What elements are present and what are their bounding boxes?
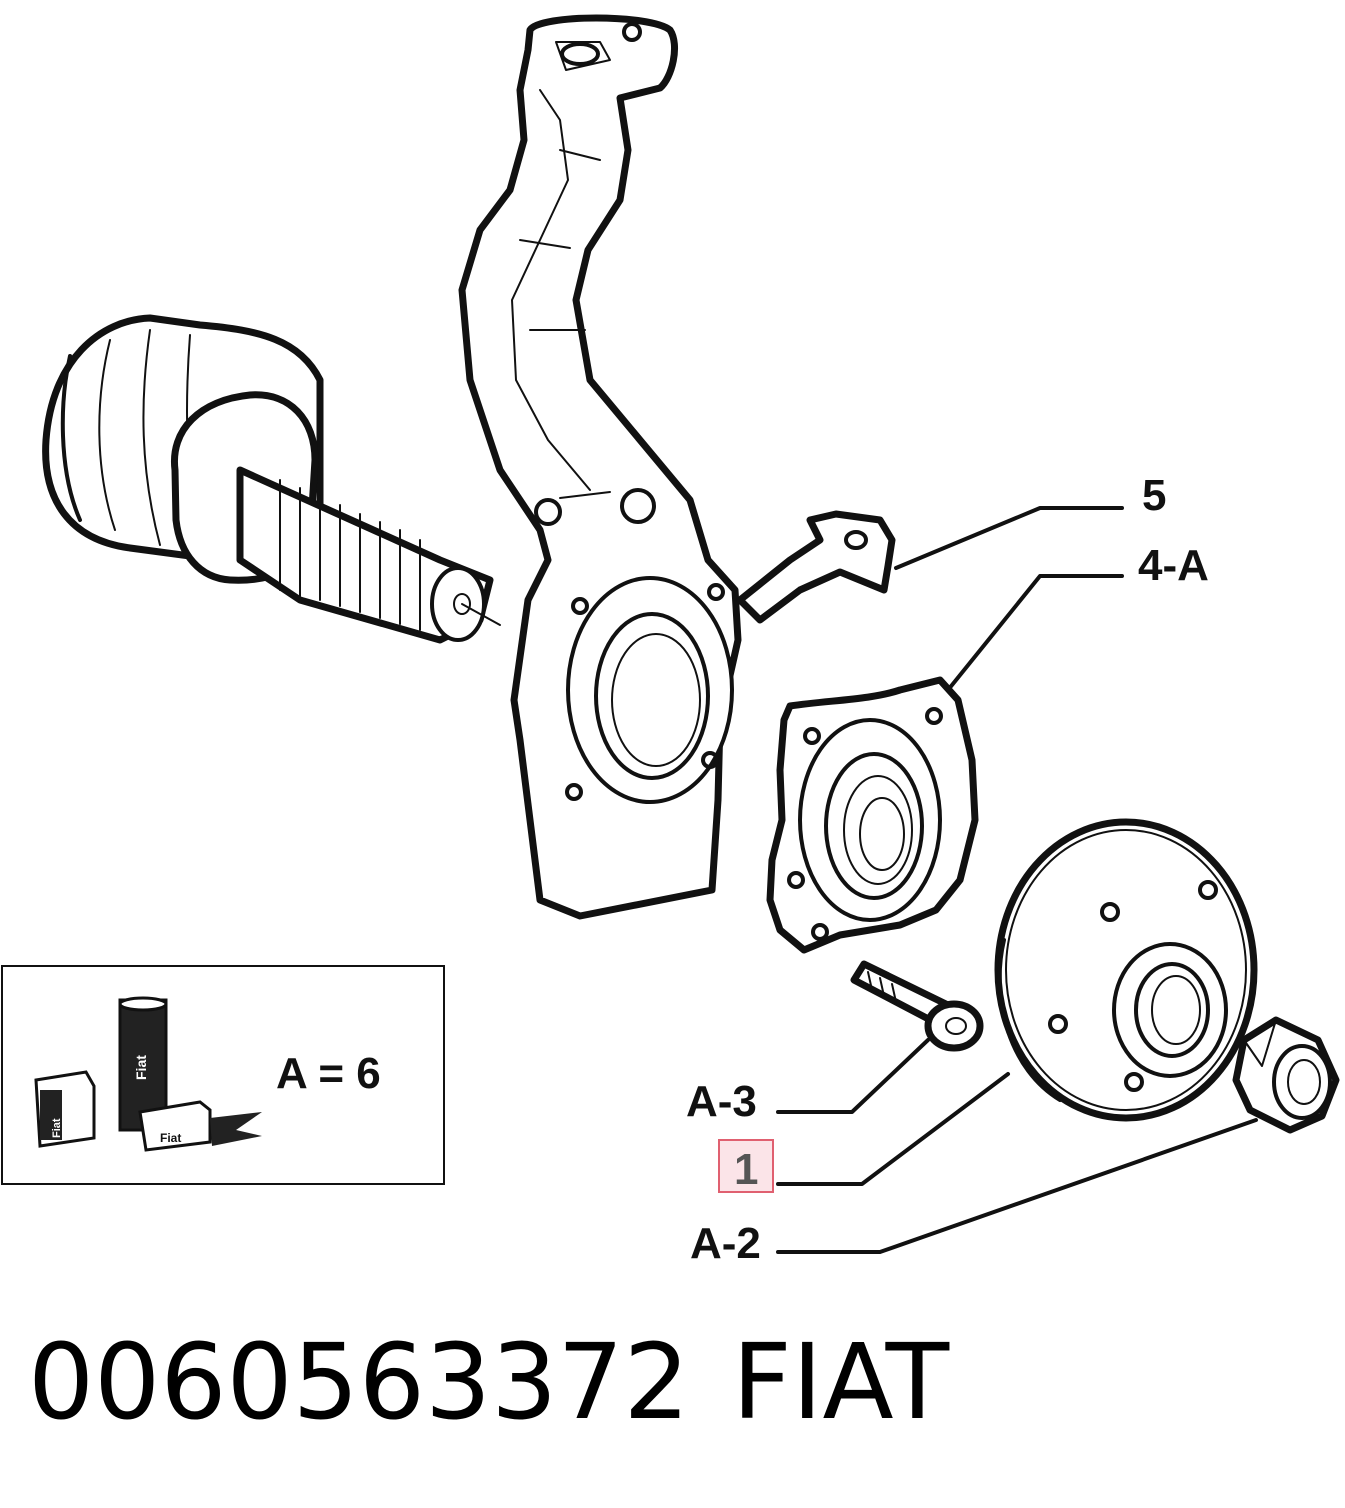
bearing-housing-drawing bbox=[766, 676, 979, 954]
callout-4a[interactable]: 4-A bbox=[1138, 541, 1209, 590]
callout-1[interactable]: 1 bbox=[734, 1145, 758, 1194]
part-number: 0060563372 bbox=[28, 1321, 690, 1443]
steering-knuckle-drawing bbox=[458, 14, 896, 920]
brand-name: FIAT bbox=[732, 1321, 950, 1443]
box-label-left: Fiat bbox=[51, 1118, 63, 1138]
callout-a3[interactable]: A-3 bbox=[686, 1077, 757, 1126]
callout-a2[interactable]: A-2 bbox=[690, 1219, 761, 1268]
bolt-drawing bbox=[850, 960, 984, 1052]
leader-lines bbox=[776, 506, 1258, 1254]
legend-box: Fiat Fiat Fiat A = 6 bbox=[1, 965, 445, 1185]
lubricant-can-icon: Fiat bbox=[138, 1100, 262, 1152]
highlight-box bbox=[718, 1139, 774, 1193]
wheel-hub-drawing bbox=[994, 818, 1258, 1122]
callout-5[interactable]: 5 bbox=[1142, 471, 1166, 520]
legend-text: A = 6 bbox=[276, 1049, 381, 1098]
hub-nut-drawing bbox=[1232, 1016, 1340, 1134]
box-label-bottom: Fiat bbox=[160, 1131, 181, 1145]
lubricant-box-icon: Fiat bbox=[34, 1070, 96, 1148]
cv-joint-drawing bbox=[42, 314, 501, 644]
tube-label: Fiat bbox=[133, 1055, 149, 1080]
